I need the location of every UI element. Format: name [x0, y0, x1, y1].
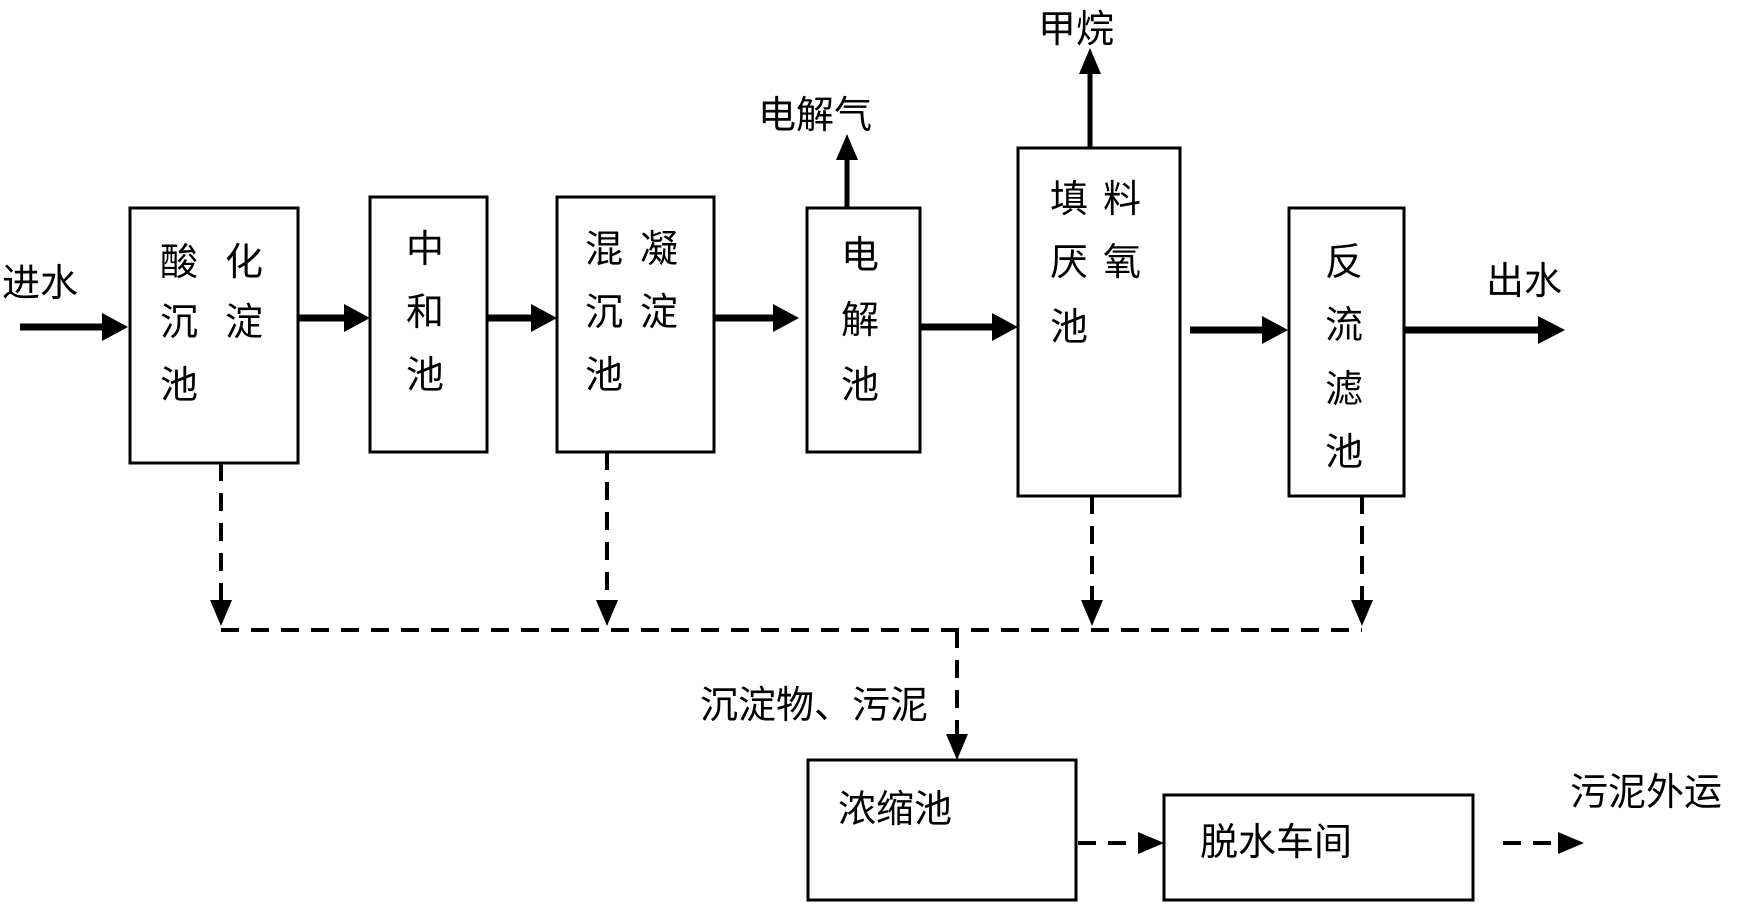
inflow-arrow: [20, 313, 128, 341]
electrolysis-to-anaerobic-arrow: [920, 313, 1018, 341]
acidification-char-3: 沉: [160, 300, 198, 344]
anaerobic-sludge-drop: [1081, 496, 1103, 626]
anaerobic-char-5: 池: [1050, 305, 1088, 349]
electrolysis-char-2: 解: [841, 298, 879, 342]
coagulation-char-3: 沉: [585, 290, 623, 334]
acidification-tank-box: [128, 206, 300, 465]
coagulation-sludge-drop: [596, 452, 618, 626]
methane-label: 甲烷: [1038, 7, 1114, 51]
acidification-char-4: 淀: [225, 300, 263, 344]
anaerobic-char-1: 填: [1050, 177, 1088, 221]
thickener-to-dewatering-arrow: [1078, 832, 1164, 854]
thickener-box: [806, 758, 1078, 902]
inflow-label: 进水: [2, 261, 78, 305]
backwash-filter-char-3: 滤: [1325, 367, 1363, 411]
backwash-filter-char-1: 反: [1325, 240, 1363, 284]
sludge-out-arrow: [1503, 832, 1584, 854]
coagulation-to-electrolysis-arrow: [714, 304, 799, 332]
neutralization-tank-box: [368, 195, 489, 454]
coagulation-char-2: 凝: [640, 227, 678, 271]
coagulation-tank-box: [555, 195, 716, 454]
backwash-filter-box: [1287, 206, 1406, 498]
neutralization-char-3: 池: [406, 353, 444, 397]
dewatering-box: [1162, 793, 1475, 902]
filter-sludge-drop: [1351, 496, 1373, 626]
methane-arrow: [1079, 48, 1101, 148]
electrolysis-char-1: 电: [841, 233, 879, 277]
acidification-char-5: 池: [160, 363, 198, 407]
anaerobic-char-4: 氧: [1103, 240, 1141, 284]
electrolysis-gas-arrow: [836, 134, 858, 208]
backwash-filter-char-2: 流: [1325, 303, 1363, 347]
electrolysis-gas-label: 电解气: [758, 93, 872, 137]
neutralization-char-1: 中: [406, 227, 444, 271]
outflow-arrow: [1404, 316, 1565, 344]
anaerobic-char-3: 厌: [1050, 240, 1088, 284]
acidification-char-2: 化: [225, 240, 263, 284]
coagulation-char-5: 池: [585, 353, 623, 397]
sludge-out-label: 污泥外运: [1570, 770, 1722, 814]
coagulation-char-1: 混: [585, 227, 623, 271]
coagulation-char-4: 淀: [640, 290, 678, 334]
dewatering-label: 脱水车间: [1200, 820, 1352, 864]
anaerobic-to-filter-arrow: [1190, 316, 1288, 344]
outflow-label: 出水: [1486, 259, 1562, 303]
sediment-sludge-label: 沉淀物、污泥: [700, 683, 928, 727]
backwash-filter-char-4: 池: [1325, 430, 1363, 474]
thickener-label: 浓缩池: [838, 787, 952, 831]
neutralization-to-coagulation-arrow: [487, 304, 557, 332]
sludge-to-thickener-arrow: [946, 630, 968, 760]
acidification-sludge-drop: [210, 463, 232, 626]
neutralization-char-2: 和: [406, 290, 444, 334]
electrolysis-char-3: 池: [841, 363, 879, 407]
acidification-to-neutralization-arrow: [298, 304, 370, 332]
anaerobic-tank-box: [1016, 146, 1182, 498]
electrolysis-tank-box: [805, 206, 922, 454]
acidification-char-1: 酸: [160, 240, 198, 284]
anaerobic-char-2: 料: [1103, 177, 1141, 221]
